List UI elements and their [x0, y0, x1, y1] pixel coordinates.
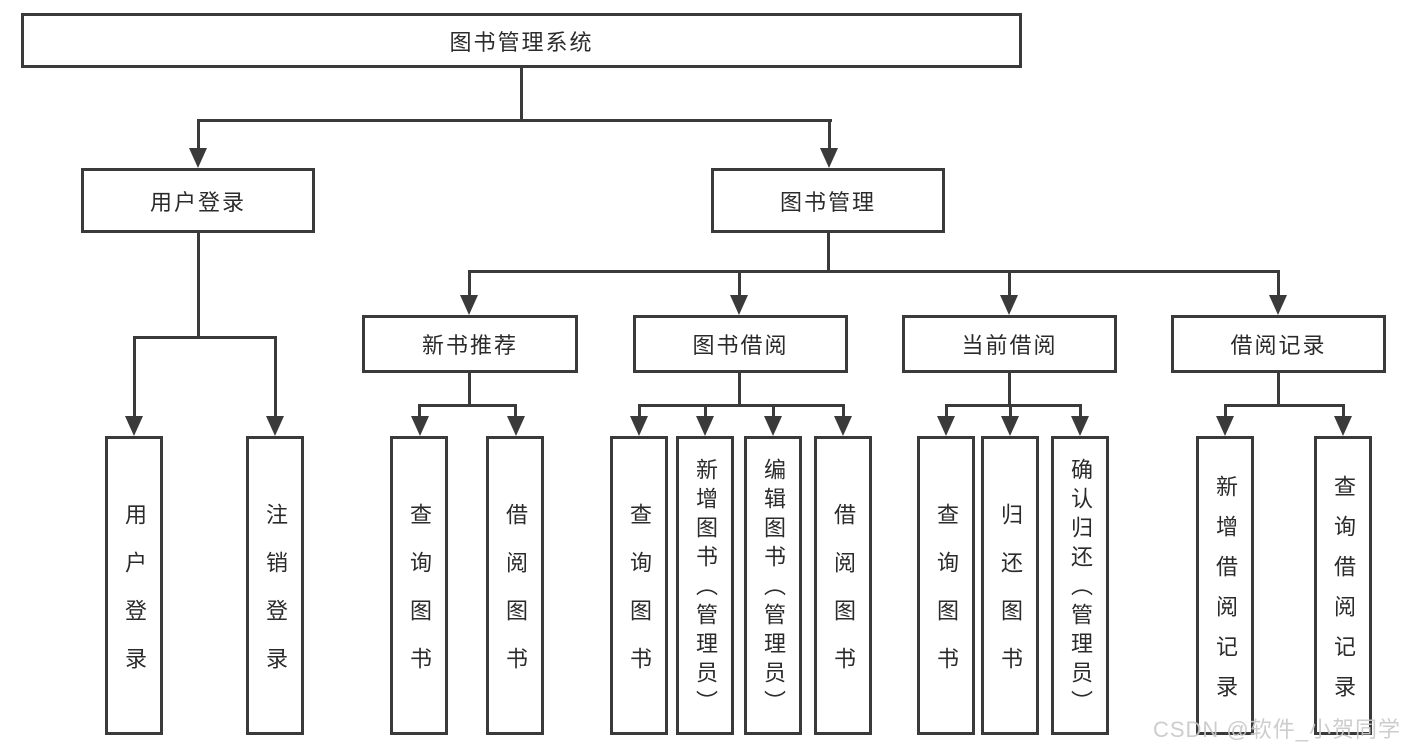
leaf-confirm-return-admin-label: 确认归还（管理员）	[1068, 458, 1093, 719]
arrowhead	[696, 416, 714, 436]
arrowhead	[125, 416, 143, 436]
leaf-logout-label: 注销登录	[263, 502, 288, 695]
arrowhead	[820, 148, 838, 168]
node-current-borrow-label: 当前借阅	[961, 333, 1058, 358]
connector-line	[197, 119, 200, 153]
node-new-book-recommend-label: 新书推荐	[421, 333, 518, 358]
leaf-query-books-1-label: 查询图书	[407, 502, 432, 695]
leaf-return-books: 归还图书	[981, 436, 1039, 735]
connector-line	[1224, 404, 1345, 407]
connector-line	[133, 336, 277, 339]
connector-line	[1079, 404, 1082, 420]
connector-line	[945, 404, 1082, 407]
node-borrow-records: 借阅记录	[1171, 315, 1386, 373]
leaf-edit-book-admin: 编辑图书（管理员）	[744, 436, 802, 735]
connector-line	[945, 404, 948, 420]
node-current-borrow: 当前借阅	[902, 315, 1117, 373]
connector-line	[468, 270, 1280, 273]
arrowhead	[730, 295, 748, 315]
leaf-logout: 注销登录	[246, 436, 304, 735]
leaf-borrow-books-2: 借阅图书	[814, 436, 872, 735]
connector-line	[514, 404, 517, 420]
watermark: CSDN @软件_小贺同学	[1152, 717, 1401, 742]
connector-line	[704, 404, 707, 420]
arrowhead	[1000, 295, 1018, 315]
arrowhead	[1269, 295, 1287, 315]
leaf-query-books-3: 查询图书	[917, 436, 975, 735]
node-book-borrow-label: 图书借阅	[692, 333, 789, 358]
arrowhead	[507, 416, 525, 436]
leaf-borrow-books-1: 借阅图书	[486, 436, 544, 735]
connector-line	[772, 404, 775, 420]
leaf-user-login: 用户登录	[105, 436, 163, 735]
connector-line	[738, 270, 741, 298]
connector-line	[842, 404, 845, 420]
connector-line	[1008, 373, 1011, 407]
connector-line	[1224, 404, 1227, 420]
leaf-borrow-books-2-label: 借阅图书	[831, 502, 856, 695]
arrowhead	[937, 416, 955, 436]
connector-line	[1277, 373, 1280, 407]
connector-line	[638, 404, 641, 420]
connector-line	[638, 404, 845, 407]
connector-line	[1342, 404, 1345, 420]
connector-line	[1277, 270, 1280, 298]
leaf-add-borrow-record-label: 新增借阅记录	[1213, 474, 1238, 715]
node-user-login-label: 用户登录	[149, 189, 246, 215]
arrowhead	[764, 416, 782, 436]
arrowhead	[189, 148, 207, 168]
connector-line	[468, 373, 471, 407]
connector-line	[418, 404, 517, 407]
node-borrow-records-label: 借阅记录	[1230, 333, 1327, 358]
leaf-query-books-2: 查询图书	[610, 436, 668, 735]
node-root-label: 图书管理系统	[449, 29, 594, 55]
leaf-query-books-3-label: 查询图书	[934, 502, 959, 695]
connector-line	[197, 119, 832, 122]
arrowhead	[1216, 416, 1234, 436]
node-book-borrow: 图书借阅	[633, 315, 848, 373]
connector-line	[520, 68, 523, 122]
connector-line	[827, 233, 830, 273]
leaf-query-borrow-record-label: 查询借阅记录	[1331, 474, 1356, 715]
node-user-login: 用户登录	[81, 168, 315, 233]
arrowhead	[266, 416, 284, 436]
arrowhead	[1071, 416, 1089, 436]
arrowhead	[460, 295, 478, 315]
node-book-management-label: 图书管理	[779, 189, 876, 215]
connector-line	[418, 404, 421, 420]
node-new-book-recommend: 新书推荐	[362, 315, 578, 373]
connector-line	[1008, 270, 1011, 298]
leaf-query-books-1: 查询图书	[390, 436, 448, 735]
arrowhead	[1334, 416, 1352, 436]
leaf-borrow-books-1-label: 借阅图书	[503, 502, 528, 695]
leaf-edit-book-admin-label: 编辑图书（管理员）	[761, 458, 786, 719]
connector-line	[133, 336, 136, 420]
node-root: 图书管理系统	[21, 13, 1022, 68]
connector-line	[274, 336, 277, 420]
leaf-return-books-label: 归还图书	[998, 502, 1023, 695]
connector-line	[1009, 404, 1012, 420]
arrowhead	[1001, 416, 1019, 436]
leaf-user-login-label: 用户登录	[122, 502, 147, 695]
leaf-add-book-admin: 新增图书（管理员）	[676, 436, 734, 735]
arrowhead	[630, 416, 648, 436]
connector-line	[738, 373, 741, 407]
leaf-query-books-2-label: 查询图书	[627, 502, 652, 695]
connector-line	[468, 270, 471, 298]
leaf-add-book-admin-label: 新增图书（管理员）	[693, 458, 718, 719]
connector-line	[828, 119, 831, 153]
leaf-query-borrow-record: 查询借阅记录	[1314, 436, 1372, 735]
leaf-confirm-return-admin: 确认归还（管理员）	[1051, 436, 1109, 735]
node-book-management: 图书管理	[711, 168, 945, 233]
connector-line	[197, 233, 200, 337]
arrowhead	[834, 416, 852, 436]
arrowhead	[411, 416, 429, 436]
leaf-add-borrow-record: 新增借阅记录	[1196, 436, 1254, 735]
